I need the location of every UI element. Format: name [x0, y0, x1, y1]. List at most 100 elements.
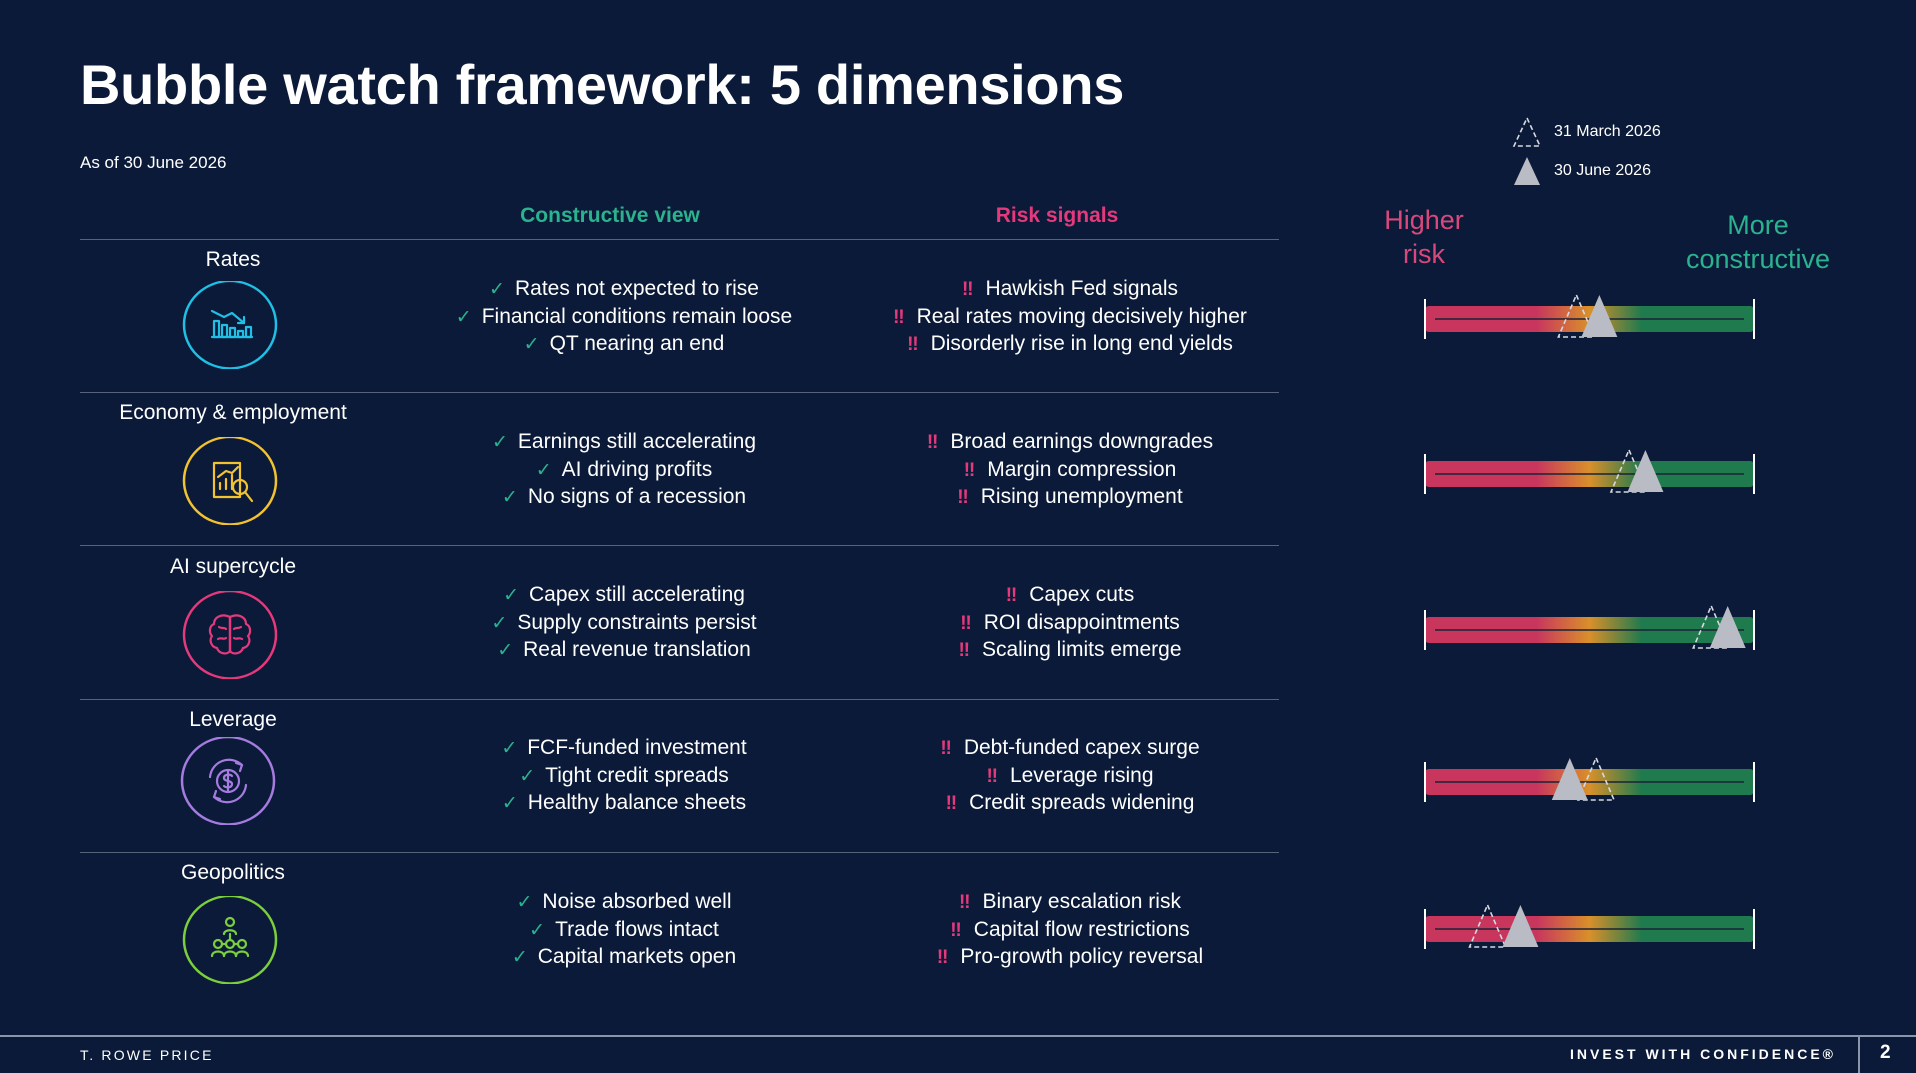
list-item: ✓Supply constraints persist: [394, 610, 854, 638]
list-item: ✓Noise absorbed well: [394, 889, 854, 917]
solid-triangle-icon: [1514, 157, 1540, 185]
dimension-label-ai: AI supercycle: [169, 555, 297, 578]
network-people-icon: [182, 896, 278, 984]
list-item: ✓ QT nearing an end: [394, 331, 854, 359]
constructive-item-text: FCF-funded investment: [527, 736, 747, 759]
gauge-geopolitics: [1424, 902, 1755, 949]
double-exclamation-icon: ‼: [986, 765, 998, 787]
legend-previous-label: 31 March 2026: [1554, 123, 1661, 140]
constructive-item-text: Healthy balance sheets: [527, 791, 747, 814]
double-exclamation-icon: ‼: [961, 279, 974, 300]
check-icon: ✓: [455, 306, 472, 328]
dimension-label-leverage: Leverage: [189, 708, 277, 731]
list-item: ✓ Real revenue translation: [394, 637, 854, 665]
risk-item-text: Capex cuts: [1029, 583, 1135, 606]
check-icon: ✓: [501, 487, 518, 508]
list-item: ‼Broad earnings downgrades: [840, 429, 1300, 457]
list-item: ‼ Leverage rising: [840, 763, 1300, 791]
list-item: ✓Earnings still accelerating: [394, 429, 854, 457]
constructive-item-text: Capital markets open: [537, 945, 737, 968]
constructive-item-text: Real revenue translation: [523, 638, 751, 661]
declining-bar-chart-icon: [182, 281, 278, 369]
check-icon: ✓: [523, 334, 540, 355]
gauge-ai: [1424, 603, 1755, 650]
current-marker: [1581, 295, 1618, 337]
footer-separator: [1858, 1037, 1860, 1073]
risk-signals-header: Risk signals: [995, 204, 1119, 227]
constructive-list-rates: ✓Rates not expected to rise ✓Financial c…: [394, 276, 854, 359]
risk-item-text: Binary escalation risk: [982, 890, 1181, 913]
risk-item-text: Capital flow restrictions: [973, 917, 1190, 941]
legend-current: 30 June 2026: [1512, 154, 1651, 188]
more-constructive-text: More constructive: [1685, 210, 1831, 274]
list-item: ✓Rates not expected to rise: [394, 276, 854, 304]
list-item: ✓Capex still accelerating: [394, 582, 854, 610]
page-number: 2: [1880, 1042, 1891, 1063]
risk-item-text: Debt-funded capex surge: [963, 736, 1200, 759]
brand-name: T. ROWE PRICE: [80, 1047, 214, 1063]
check-icon: ✓: [535, 459, 552, 481]
header-divider: [80, 239, 1279, 240]
page-title: Bubble watch framework: 5 dimensions: [80, 53, 1125, 116]
list-item: ‼Hawkish Fed signals: [840, 276, 1300, 304]
gauge-leverage: [1424, 755, 1755, 802]
constructive-item-text: QT nearing an end: [549, 332, 725, 355]
risk-item-text: Leverage rising: [1009, 763, 1154, 787]
footer-divider: [0, 1035, 1916, 1037]
check-icon: ✓: [501, 738, 518, 759]
list-item: ✓No signs of a recession: [394, 484, 854, 512]
risk-item-text: Scaling limits emerge: [981, 638, 1182, 661]
risk-item-text: Disorderly rise in long end yields: [930, 332, 1233, 355]
list-item: ‼Credit spreads widening: [840, 790, 1300, 818]
more-constructive-label: More constructive: [1658, 208, 1858, 276]
list-item: ‼Rising unemployment: [840, 484, 1300, 512]
list-item: ‼Capex cuts: [840, 582, 1300, 610]
list-item: ✓ FCF-funded investment: [394, 735, 854, 763]
constructive-view-header: Constructive view: [520, 204, 700, 227]
constructive-item-text: Trade flows intact: [555, 917, 719, 941]
constructive-list-leverage: ✓ FCF-funded investment ✓Tight credit spr…: [394, 735, 854, 818]
double-exclamation-icon: ‼: [960, 612, 972, 634]
gauge-economy: [1424, 447, 1755, 494]
double-exclamation-icon: ‼: [958, 640, 970, 661]
risk-item-text: Margin compression: [987, 457, 1177, 481]
risk-list-leverage: ‼ Debt-funded capex surge ‼ Leverage risin…: [840, 735, 1300, 818]
risk-item-text: Real rates moving decisively higher: [916, 304, 1247, 328]
constructive-item-text: Noise absorbed well: [542, 890, 732, 913]
double-exclamation-icon: ‼: [940, 738, 952, 759]
constructive-item-text: Tight credit spreads: [545, 763, 729, 787]
dimension-label-economy: Economy & employment: [119, 401, 347, 424]
list-item: ‼Binary escalation risk: [840, 889, 1300, 917]
dimension-label-rates: Rates: [205, 248, 261, 271]
constructive-list-geopolitics: ✓Noise absorbed well ✓ Trade flows intact…: [394, 889, 854, 972]
list-item: ‼Pro-growth policy reversal: [840, 944, 1300, 972]
check-icon: ✓: [503, 585, 519, 606]
current-marker: [1627, 450, 1664, 492]
constructive-item-text: Supply constraints persist: [517, 610, 757, 634]
constructive-list-ai: ✓Capex still accelerating ✓Supply constr…: [394, 582, 854, 665]
risk-list-rates: ‼Hawkish Fed signals ‼ Real rates moving …: [840, 276, 1300, 359]
gauge-rates: [1424, 292, 1755, 339]
check-icon: ✓: [529, 919, 546, 941]
list-item: ‼ ROI disappointments: [840, 610, 1300, 638]
row-divider: [80, 545, 1279, 546]
list-item: ✓AI driving profits: [394, 457, 854, 485]
previous-marker: [1468, 902, 1507, 948]
previous-marker: [1609, 447, 1649, 493]
growth-report-icon: [182, 437, 278, 525]
list-item: ‼ Debt-funded capex surge: [840, 735, 1300, 763]
check-icon: ✓: [497, 640, 514, 661]
legend-current-label: 30 June 2026: [1554, 162, 1651, 179]
legend-previous: 31 March 2026: [1512, 115, 1661, 149]
constructive-item-text: Rates not expected to rise: [514, 277, 759, 300]
constructive-item-text: Financial conditions remain loose: [481, 304, 793, 328]
double-exclamation-icon: ‼: [893, 306, 905, 328]
dashed-triangle-icon: [1512, 116, 1542, 147]
row-divider: [80, 852, 1279, 853]
risk-item-text: ROI disappointments: [983, 610, 1180, 634]
list-item: ✓Tight credit spreads: [394, 763, 854, 791]
list-item: ✓ Trade flows intact: [394, 917, 854, 945]
risk-item-text: Broad earnings downgrades: [950, 430, 1214, 453]
risk-list-ai: ‼Capex cuts ‼ ROI disappointments ‼ Scalin…: [840, 582, 1300, 665]
tagline: INVEST WITH CONFIDENCE®: [1570, 1046, 1836, 1062]
